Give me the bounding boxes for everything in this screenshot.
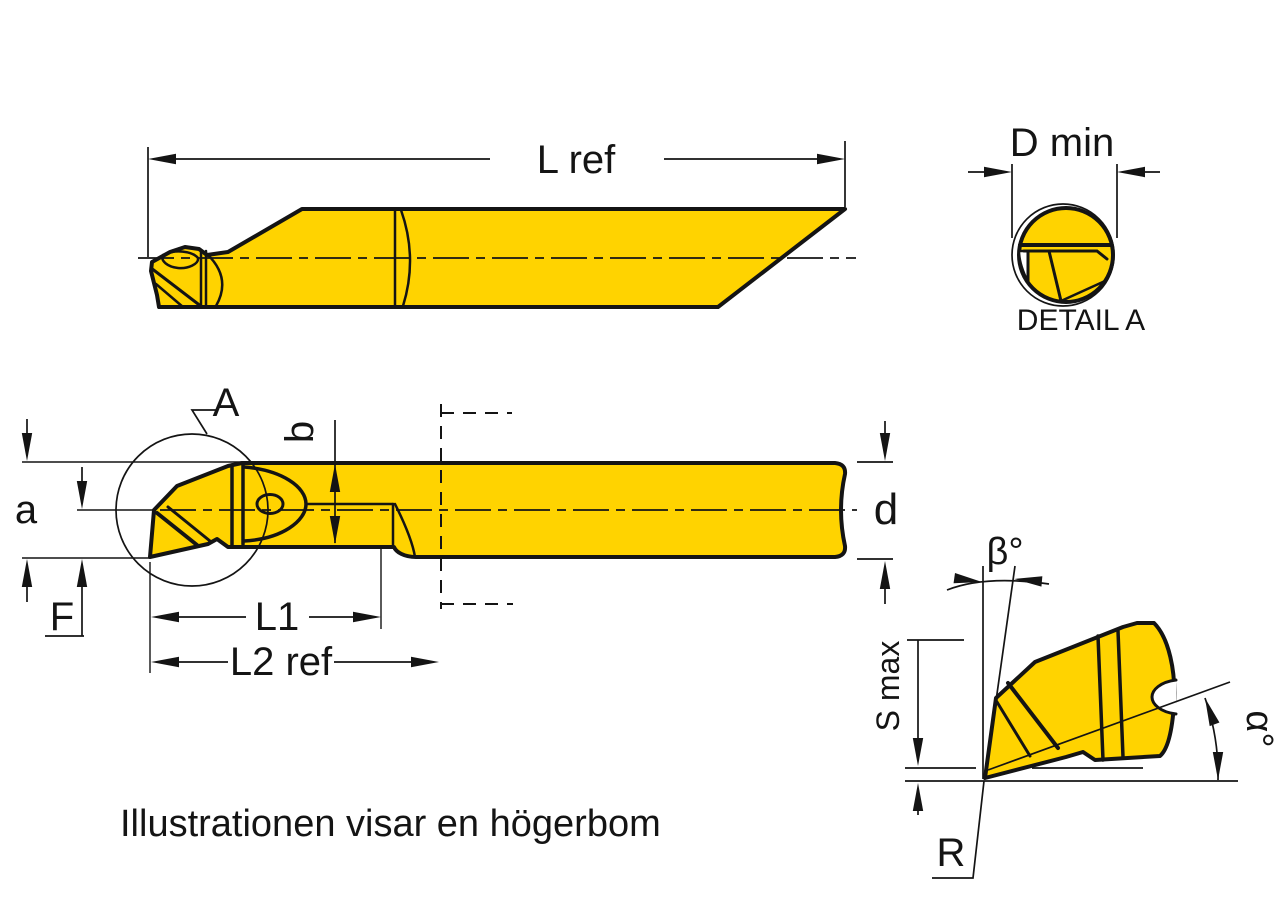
insert-screw-hole — [255, 493, 285, 515]
l1-extension-lines — [149, 549, 382, 673]
dim-l1-arrow-left — [151, 611, 179, 623]
tool-body-side-view — [148, 461, 848, 559]
dim-d-label: d — [874, 485, 898, 534]
dim-l1-label: L1 — [255, 595, 300, 639]
beta-arrow-left — [953, 572, 982, 584]
section-diagonal — [1059, 279, 1107, 303]
dim-f-arrow-top — [76, 481, 88, 509]
dim-f-lines — [45, 467, 84, 637]
tool-section-disc — [1017, 206, 1115, 304]
tip-facet-line — [1006, 681, 1060, 750]
pocket-wall-lines — [230, 463, 245, 548]
dim-l2-arrow-right — [411, 656, 439, 668]
tip-detail-view: S max β° α° R — [870, 531, 1280, 879]
dim-d-ticks — [857, 461, 893, 560]
inclined-axis-line — [987, 681, 1231, 771]
beta-angle-label: β° — [986, 531, 1023, 573]
top-view: L ref — [138, 138, 856, 309]
dim-l1-arrow-right — [353, 611, 381, 623]
l-ref-extension-lines — [147, 141, 846, 257]
dim-d-arrow-top — [879, 433, 891, 461]
beta-arrow-right — [1014, 576, 1043, 587]
caption: Illustrationen visar en högerbom — [120, 803, 661, 845]
tip-facet-line-2 — [166, 505, 212, 543]
alpha-angle-label: α° — [1238, 710, 1280, 747]
s-max-label: S max — [870, 641, 906, 732]
s-max-lines — [907, 639, 964, 815]
dim-b-label: b — [278, 421, 322, 443]
s-max-arrow — [912, 738, 924, 766]
d-min-label: D min — [1010, 121, 1114, 165]
tip-facet-line — [149, 266, 204, 309]
head-seam-lines — [199, 248, 208, 308]
tip-facet-line — [155, 511, 199, 547]
radius-leader — [932, 780, 985, 879]
base-gap-arrow — [912, 783, 924, 811]
dim-a-arrow-top — [21, 433, 33, 461]
dim-f-label: F — [50, 595, 74, 639]
detail-a-leader — [190, 409, 217, 435]
edge-land — [161, 250, 200, 270]
side-view: A a F b L1 L2 ref d — [15, 381, 898, 684]
alpha-arrow-top — [1205, 698, 1220, 727]
tip-facet-line-2 — [995, 700, 1032, 758]
dim-b-arrow-bottom — [329, 516, 341, 544]
alpha-arrow-bottom — [1212, 752, 1224, 780]
l-ref-arrow-right — [817, 153, 845, 165]
d-min-extension-lines — [1011, 164, 1118, 238]
pocket-wall-lines — [1096, 629, 1125, 762]
dim-a-label: a — [15, 488, 38, 532]
dim-l2-arrow-left — [151, 656, 179, 668]
holder-hidden-outline — [440, 404, 513, 609]
l-ref-arrow-left — [148, 153, 176, 165]
d-min-arrow-right — [1117, 166, 1145, 178]
tool-tip-body — [983, 621, 1177, 780]
dim-f-arrow-bottom — [76, 559, 88, 587]
d-min-arrow-left — [984, 166, 1012, 178]
edge-hole-notch — [1150, 678, 1178, 716]
detail-a-circle — [115, 433, 269, 587]
dim-d-arrow-bottom — [879, 561, 891, 589]
l-ref-label: L ref — [537, 138, 616, 182]
detail-marker-a: A — [213, 381, 240, 425]
section-slant-line — [1047, 249, 1063, 303]
tip-facet-line-2 — [154, 282, 185, 309]
dim-a-arrow-bottom — [21, 559, 33, 587]
dim-l2-label: L2 ref — [230, 640, 333, 684]
radius-label: R — [937, 831, 966, 875]
detail-a-title: DETAIL A — [1017, 304, 1145, 337]
detail-a-view: D min DETAIL A — [968, 121, 1160, 337]
dim-b-arrow-top — [329, 464, 341, 492]
